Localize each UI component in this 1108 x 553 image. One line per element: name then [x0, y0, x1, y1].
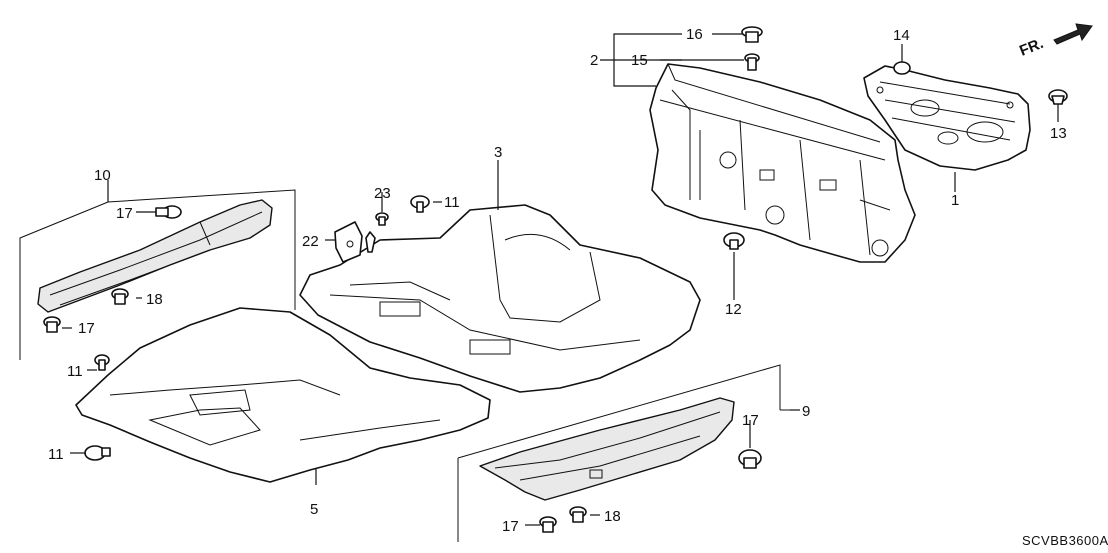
- clip-18a-icon: [111, 288, 129, 305]
- callout-2: 2: [590, 52, 598, 69]
- clip-11b-icon: [94, 354, 110, 371]
- clip-16-icon: [741, 26, 763, 43]
- clip-11c-icon: [84, 445, 111, 461]
- callout-18-bottom: 18: [604, 508, 621, 525]
- callout-11-bottom-left: 11: [48, 446, 64, 463]
- group-10-bracket: [19, 189, 296, 360]
- callouts: 2 16 15 14 13 1 12 3 11 23 22 10 17 18 1…: [48, 26, 1067, 535]
- diagram-code: SCVBB3600A: [1022, 533, 1108, 548]
- clip-17d-icon: [539, 516, 557, 533]
- right-sill-garnish-part: [479, 397, 735, 501]
- bolt-15-icon: [744, 53, 760, 71]
- callout-17-bottom: 17: [502, 518, 519, 535]
- nut-14-icon: [893, 61, 911, 75]
- group-9-bracket: [457, 364, 790, 542]
- clip-17b-icon: [43, 316, 61, 333]
- left-sill-garnish-part: [37, 199, 273, 313]
- clip-11a-icon: [410, 195, 430, 213]
- callout-13: 13: [1050, 125, 1067, 142]
- callout-1: 1: [951, 192, 959, 209]
- clip-13-icon: [1048, 89, 1068, 105]
- clip-17a-icon: [155, 205, 182, 219]
- leader-lines: [62, 33, 1059, 526]
- front-arrow-icon: [1053, 23, 1093, 45]
- callout-15: 15: [631, 52, 648, 69]
- callout-14: 14: [893, 27, 910, 44]
- callout-17-right: 17: [742, 412, 759, 429]
- front-floor-carpet-part: [299, 204, 701, 393]
- callout-16: 16: [686, 26, 703, 43]
- bolt-23-icon: [375, 212, 389, 226]
- callout-3: 3: [494, 144, 502, 161]
- callout-5: 5: [310, 501, 318, 518]
- callout-11-top: 11: [444, 194, 460, 211]
- callout-9: 9: [802, 403, 810, 420]
- callout-11-left: 11: [67, 363, 83, 380]
- front-label: FR.: [1017, 35, 1046, 60]
- dashboard-panel-part: [649, 63, 916, 263]
- clip-17c-icon: [738, 449, 762, 469]
- callout-17-lower-left: 17: [78, 320, 95, 337]
- callout-12: 12: [725, 301, 742, 318]
- callout-17-upper-left: 17: [116, 205, 133, 222]
- bracket-part: [334, 221, 376, 263]
- clip-18b-icon: [569, 506, 587, 523]
- clip-12-icon: [723, 232, 745, 250]
- callout-23: 23: [374, 185, 391, 202]
- rear-floor-carpet-part: [75, 307, 491, 483]
- dashboard-insulator-part: [863, 65, 1031, 171]
- front-direction-indicator: FR.: [1017, 23, 1093, 60]
- callout-18-left: 18: [146, 291, 163, 308]
- callout-22: 22: [302, 233, 319, 250]
- callout-10: 10: [94, 167, 111, 184]
